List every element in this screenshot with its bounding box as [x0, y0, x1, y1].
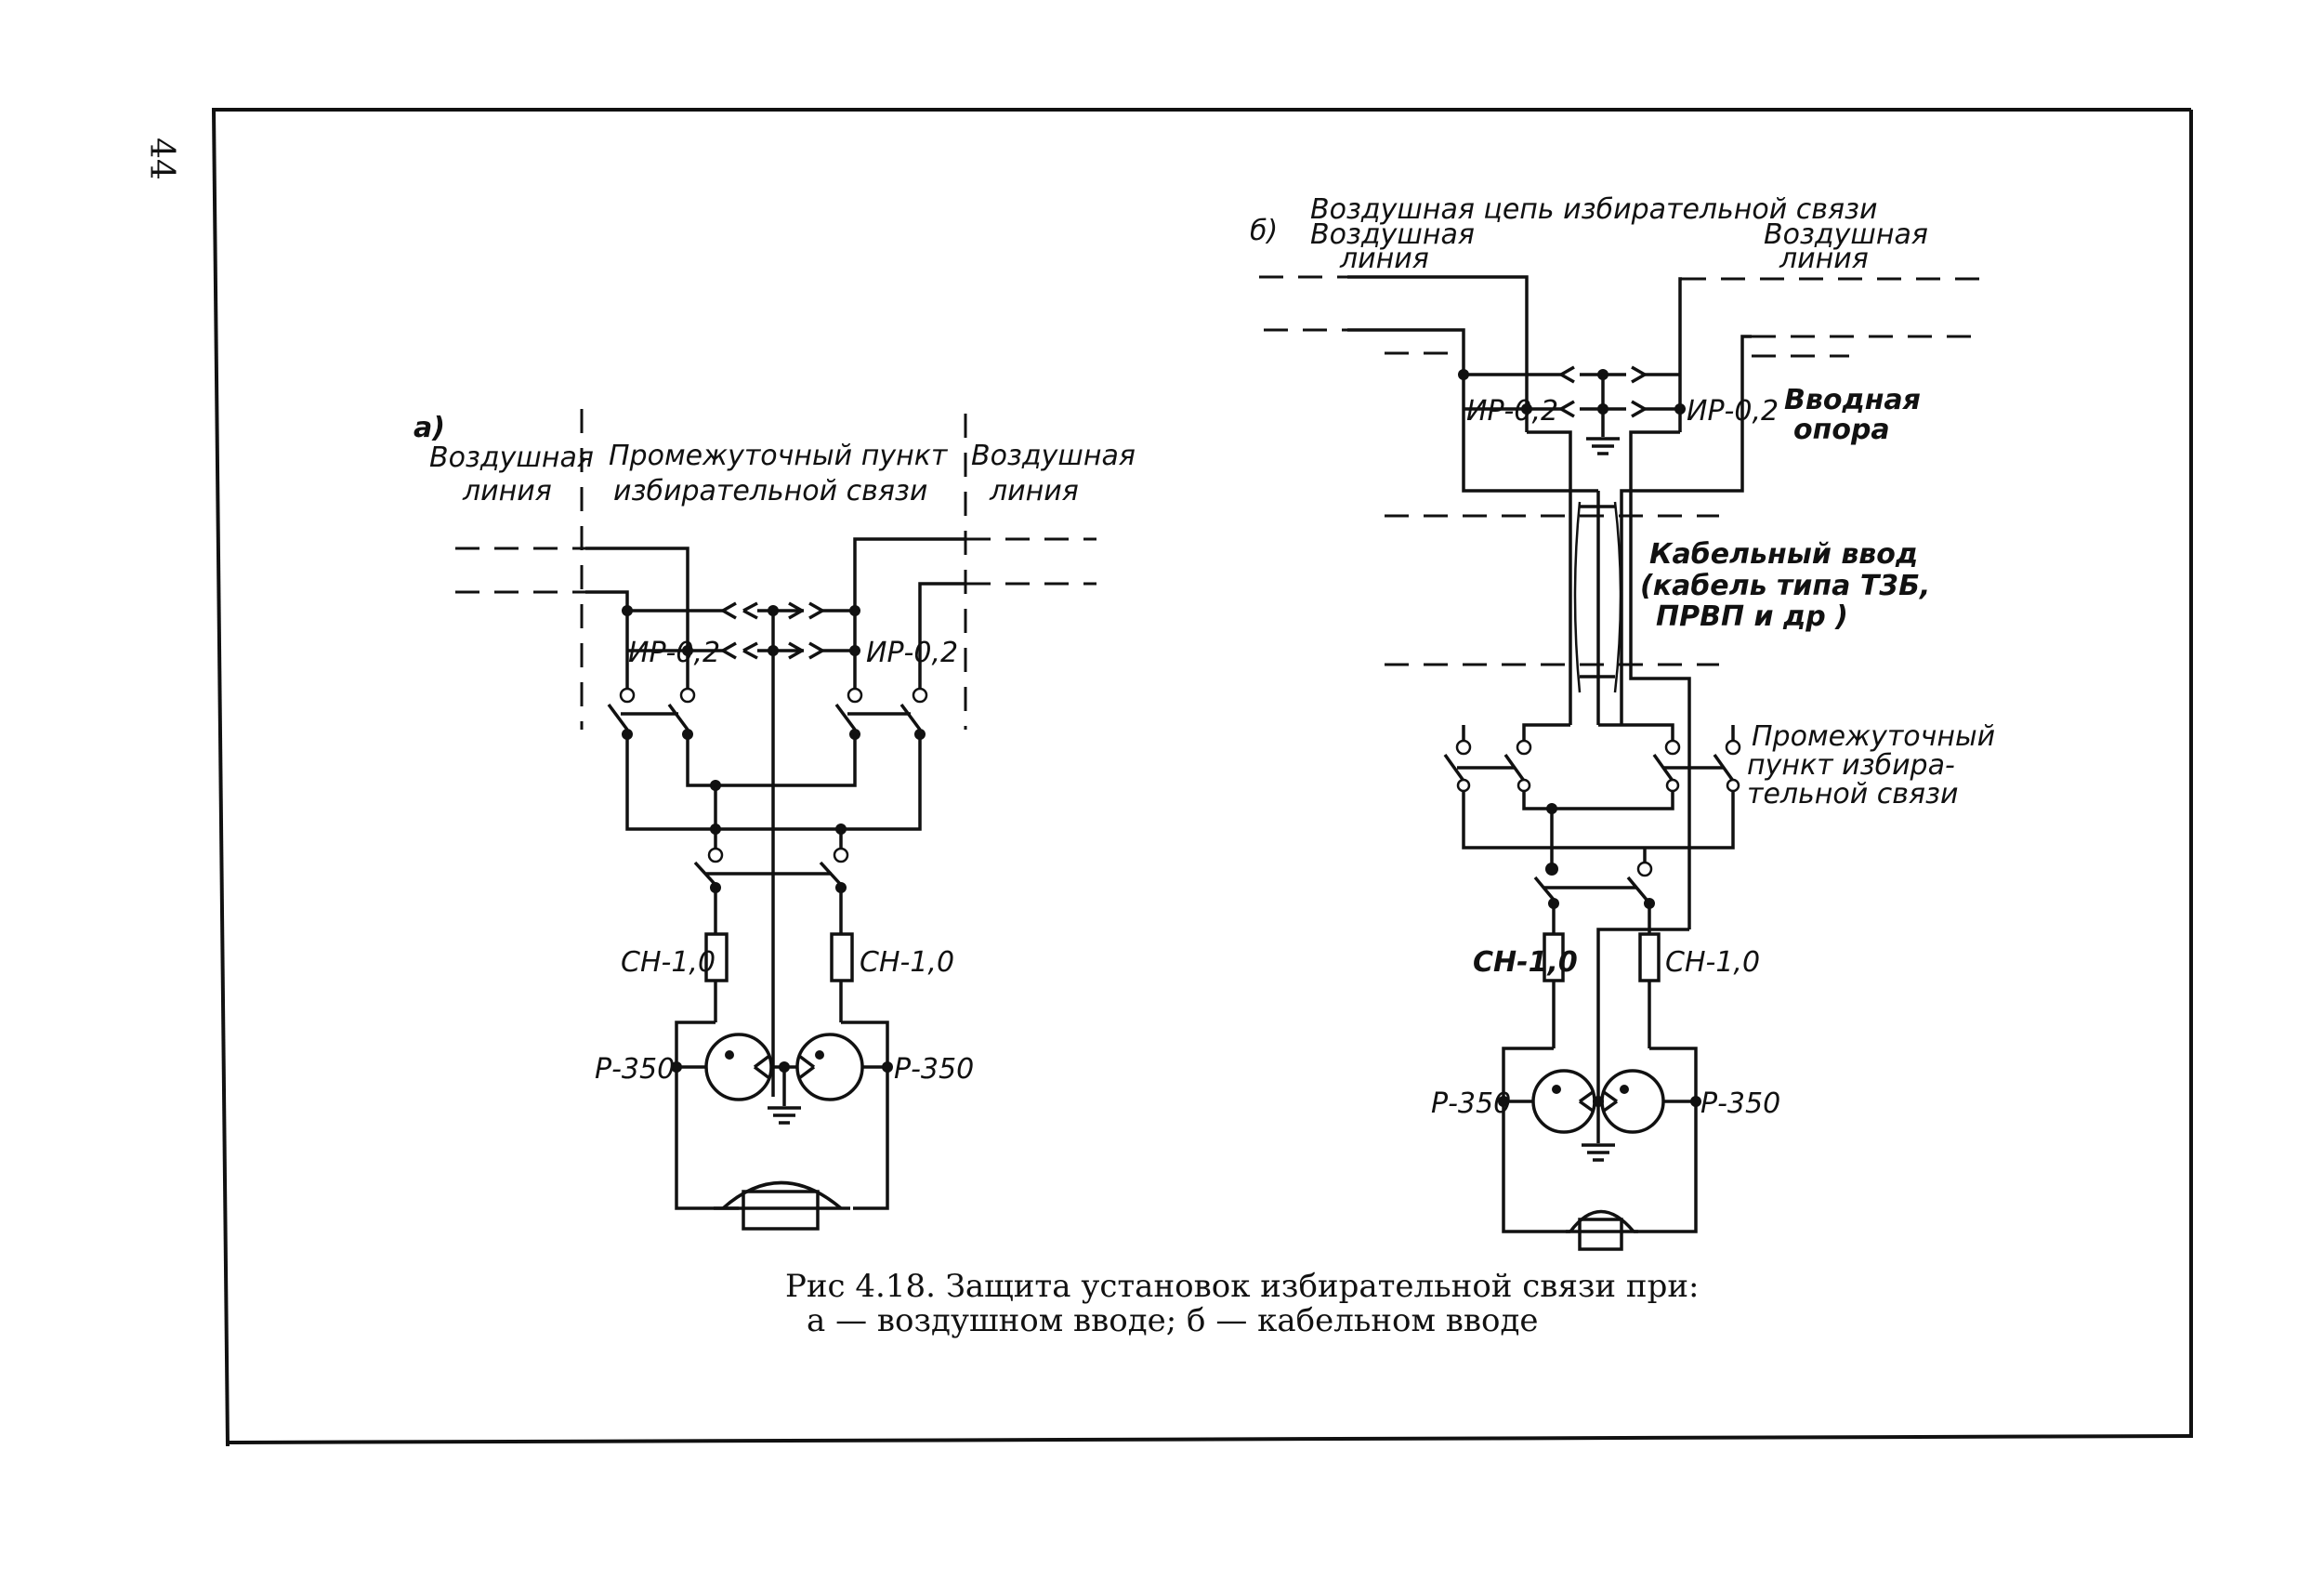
diagram-b: б) Воздушная цепь избирательной связи Во…: [1250, 193, 1995, 1251]
overhead-line-wires-b: [1259, 275, 1979, 358]
fuses-b: [1502, 932, 1698, 1233]
fuse-right-label-b: СН-1,0: [1665, 946, 1760, 979]
telephone-a: [714, 1180, 850, 1231]
air-line-left-label-1: Воздушная: [429, 441, 594, 474]
intermediate-point-label-2: избирательной связи: [613, 475, 927, 507]
arrester-gaps-b: [1560, 365, 1646, 455]
air-line-right-label-2: линия: [989, 475, 1079, 507]
intermediate-point-label-b-3: тельной связи: [1747, 778, 1958, 810]
air-line-left-label-2: линия: [462, 475, 552, 507]
input-pole-label-1: Вводная: [1784, 384, 1921, 416]
telephone-b: [1566, 1209, 1638, 1251]
air-line-right-label-1-b: Воздушная: [1764, 218, 1928, 251]
arrester-right-label-b: ИР-0,2: [1687, 395, 1779, 428]
line-wires-b: [1347, 275, 1752, 493]
intermediate-point-label-b-2: пункт избира-: [1747, 749, 1955, 782]
air-line-left-label-1-b: Воздушная: [1310, 218, 1475, 251]
relay-right-label-b: Р-350: [1700, 1087, 1780, 1120]
cable-input-b: [1385, 430, 1719, 929]
figure-caption-line-1: Рис 4.18. Защита установок избирательной…: [785, 1268, 1699, 1305]
relays-a: [671, 1033, 893, 1125]
diagram-a-marker: а): [414, 412, 445, 444]
fuse-left-label-b: СН-1,0: [1473, 946, 1578, 979]
relays-b: [1498, 1069, 1701, 1162]
arrester-left-label: ИР-0,2: [628, 637, 720, 669]
figure-caption-line-2: а — воздушном вводе; б — кабельном вводе: [807, 1302, 1539, 1339]
arrester-left-label-b: ИР-0,2: [1466, 395, 1558, 428]
intermediate-point-label-b-1: Промежуточный: [1752, 720, 1995, 753]
relay-left-label: Р-350: [595, 1053, 675, 1086]
cable-input-label-3: ПРВП и др ): [1656, 600, 1848, 633]
fuse-right-label: СН-1,0: [860, 946, 954, 979]
arrester-right-label: ИР-0,2: [866, 637, 958, 669]
zone-separators: [580, 409, 967, 730]
air-line-left-label-2-b: линия: [1339, 243, 1429, 275]
relay-right-label: Р-350: [894, 1053, 974, 1086]
cable-input-label-2: (кабель типа Т3Б,: [1640, 570, 1930, 602]
line-switches-b: [1443, 723, 1741, 850]
air-line-right-label-2-b: линия: [1779, 243, 1869, 275]
station-switch-a: [693, 785, 849, 934]
page-frame: [212, 108, 2194, 1447]
relay-left-label-b: Р-350: [1431, 1087, 1511, 1120]
fuses-a: [675, 932, 889, 1210]
arrester-gaps-a: [622, 601, 860, 660]
line-switches-a: [607, 687, 928, 835]
fuse-left-label: СН-1,0: [621, 946, 716, 979]
page-number: 44: [142, 138, 180, 180]
station-switch-b: [1533, 809, 1689, 1115]
overhead-line-wires: [455, 537, 1096, 594]
air-line-right-label-1: Воздушная: [971, 440, 1136, 472]
intermediate-point-label-1: Промежуточный пункт: [609, 440, 949, 472]
overhead-circuit-label: Воздушная цепь избирательной связи: [1310, 193, 1877, 226]
diagram-a: а) Воздушная линия Промежуточный пункт и…: [414, 409, 1136, 1231]
cable-input-label-1: Кабельный ввод: [1649, 538, 1918, 571]
diagram-b-marker: б): [1250, 215, 1278, 247]
input-pole-label-2: опора: [1793, 414, 1890, 446]
